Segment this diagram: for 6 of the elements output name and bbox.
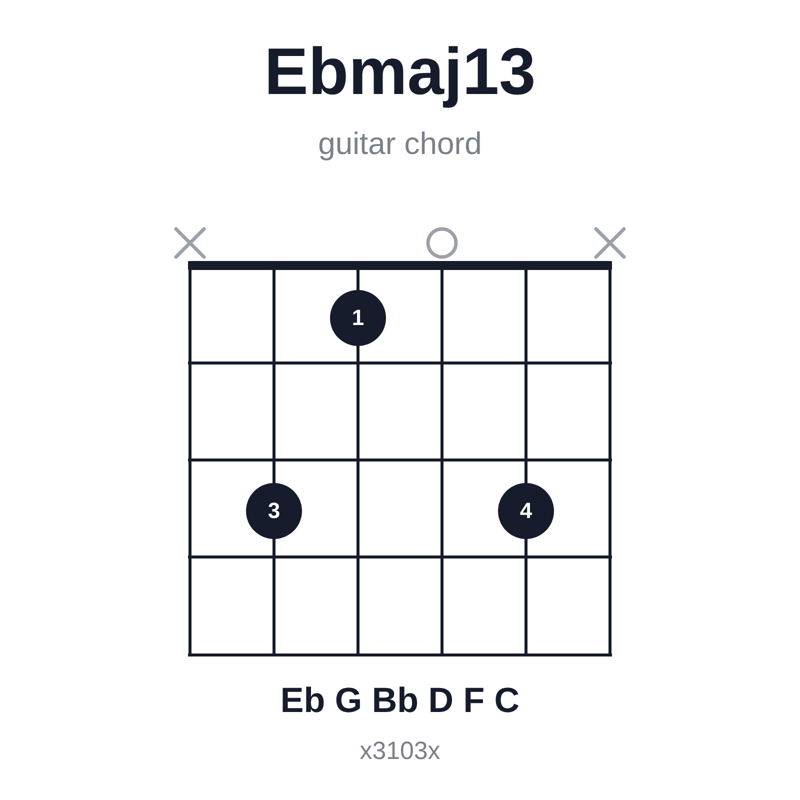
- finger-dot: 1: [330, 290, 386, 346]
- fret-code: x3103x: [358, 739, 442, 764]
- finger-dot: 4: [498, 483, 554, 539]
- subtitle: guitar chord: [317, 128, 483, 159]
- finger-dot: 3: [246, 483, 302, 539]
- note-names: Eb G Bb D F C: [279, 683, 521, 718]
